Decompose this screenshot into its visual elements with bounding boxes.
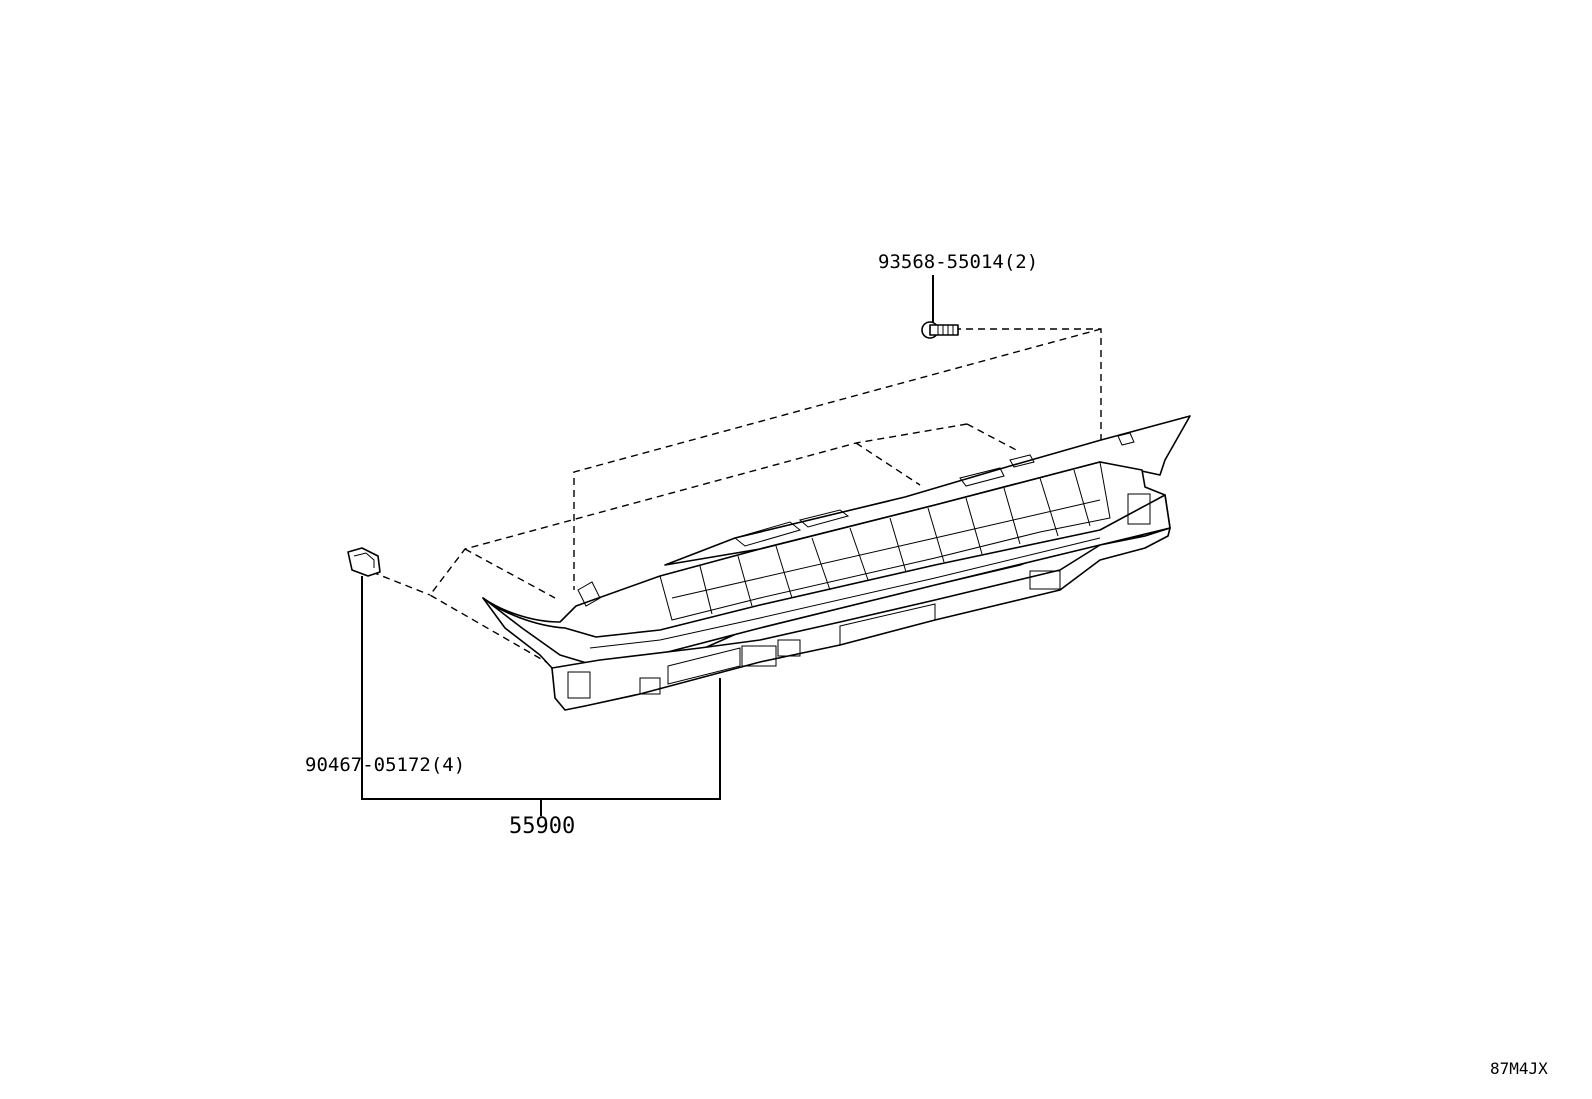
bolt-part-label: 93568-55014(2) — [878, 251, 1038, 273]
assembly-part-label: 55900 — [509, 814, 575, 839]
clip-part-label: 90467-05172(4) — [305, 754, 465, 776]
leader-lines — [361, 275, 934, 816]
clip-icon — [347, 547, 381, 577]
diagram-reference-code: 87M4JX — [1490, 1059, 1548, 1078]
bolt-icon — [921, 321, 959, 339]
instrument-panel-garnish — [482, 415, 1191, 711]
assembly-guide-lines — [371, 328, 1102, 668]
